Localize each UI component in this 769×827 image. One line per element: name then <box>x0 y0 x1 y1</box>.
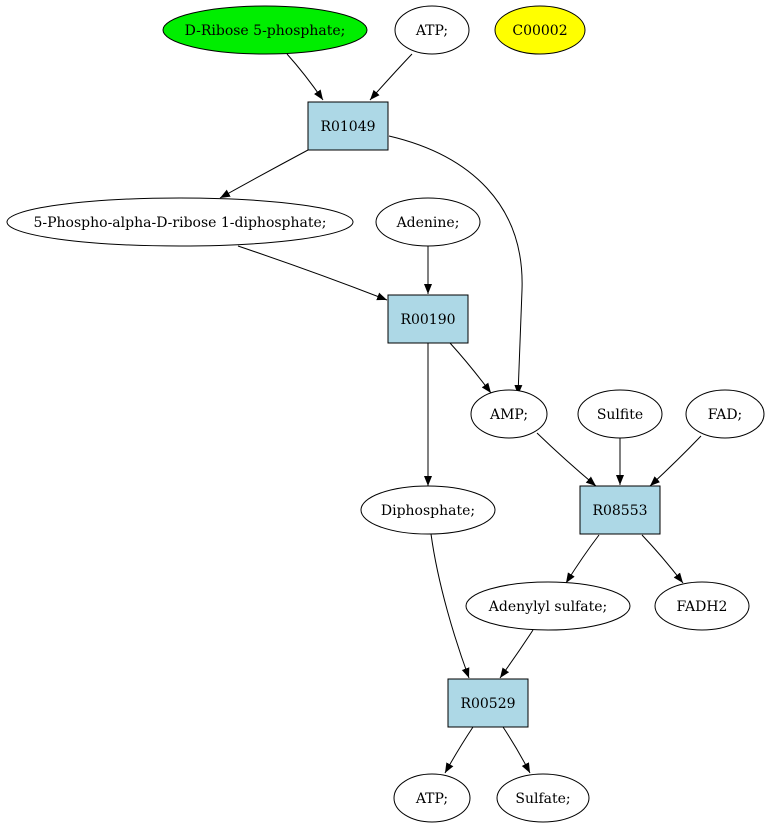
node-label: Sulfate; <box>515 791 570 807</box>
compound-ellipse <box>393 773 471 823</box>
node-fadh2[interactable]: FADH2 <box>654 581 750 631</box>
edge-diphosphate-r00529 <box>430 533 470 679</box>
node-label: ATP; <box>415 23 448 39</box>
node-prpp[interactable]: 5-Phospho-alpha-D-ribose 1-diphosphate; <box>6 197 354 247</box>
node-label: FAD; <box>708 407 743 423</box>
edge-prpp-r00190 <box>237 245 388 301</box>
edge-aps-r00529 <box>499 629 534 679</box>
compound-ellipse <box>465 581 631 631</box>
reaction-box <box>307 101 389 151</box>
reaction-box <box>447 678 529 728</box>
node-adenine[interactable]: Adenine; <box>375 197 481 247</box>
node-aps[interactable]: Adenylyl sulfate; <box>465 581 631 631</box>
compound-ellipse <box>685 389 765 439</box>
node-label: Sulfite <box>597 407 643 423</box>
node-label: R00529 <box>460 696 515 712</box>
node-label: FADH2 <box>677 599 728 615</box>
edge-amp-r08553 <box>536 432 597 487</box>
node-r08553[interactable]: R08553 <box>579 485 661 535</box>
node-atp-out[interactable]: ATP; <box>393 773 471 823</box>
compound-ellipse <box>496 773 590 823</box>
nodes: D-Ribose 5-phosphate; ATP; C00002 R01049… <box>6 5 765 823</box>
node-fad[interactable]: FAD; <box>685 389 765 439</box>
edges <box>219 53 702 774</box>
node-sulfite[interactable]: Sulfite <box>577 389 663 439</box>
compound-ellipse <box>162 5 368 55</box>
compound-ellipse <box>6 197 354 247</box>
node-r00529[interactable]: R00529 <box>447 678 529 728</box>
compound-ellipse <box>375 197 481 247</box>
node-label: Adenine; <box>396 215 460 231</box>
compound-ellipse <box>577 389 663 439</box>
reaction-box <box>387 294 469 344</box>
edge-r00190-amp <box>449 342 492 394</box>
node-label: R08553 <box>592 503 647 519</box>
reaction-box <box>579 485 661 535</box>
node-r01049[interactable]: R01049 <box>307 101 389 151</box>
compound-ellipse <box>470 389 548 439</box>
node-label: 5-Phospho-alpha-D-ribose 1-diphosphate; <box>33 215 326 231</box>
edge-r00529-atp <box>444 726 474 774</box>
edge-r08553-fadh2 <box>641 534 684 584</box>
edge-r08553-aps <box>565 534 600 584</box>
node-diphosphate[interactable]: Diphosphate; <box>360 485 496 535</box>
edge-r01049-amp <box>388 135 523 396</box>
node-label: AMP; <box>489 407 528 423</box>
compound-ellipse <box>360 485 496 535</box>
edge-ribose5p-r01049 <box>286 53 324 101</box>
node-label: Adenylyl sulfate; <box>488 599 607 615</box>
node-amp[interactable]: AMP; <box>470 389 548 439</box>
edge-fad-r08553 <box>649 435 702 487</box>
node-label: C00002 <box>512 23 567 39</box>
node-label: ATP; <box>415 791 448 807</box>
node-label: R01049 <box>320 119 375 135</box>
node-sulfate[interactable]: Sulfate; <box>496 773 590 823</box>
compound-ellipse <box>654 581 750 631</box>
edge-r00529-sulfate <box>502 726 531 774</box>
node-c00002[interactable]: C00002 <box>494 5 586 55</box>
edge-atp-r01049 <box>369 53 413 101</box>
compound-ellipse <box>394 5 470 55</box>
node-label: R00190 <box>400 312 455 328</box>
edge-r01049-prpp <box>219 149 309 199</box>
node-ribose5p[interactable]: D-Ribose 5-phosphate; <box>162 5 368 55</box>
node-atp-in[interactable]: ATP; <box>394 5 470 55</box>
compound-ellipse <box>494 5 586 55</box>
node-r00190[interactable]: R00190 <box>387 294 469 344</box>
node-label: Diphosphate; <box>381 503 475 519</box>
node-label: D-Ribose 5-phosphate; <box>185 23 346 39</box>
